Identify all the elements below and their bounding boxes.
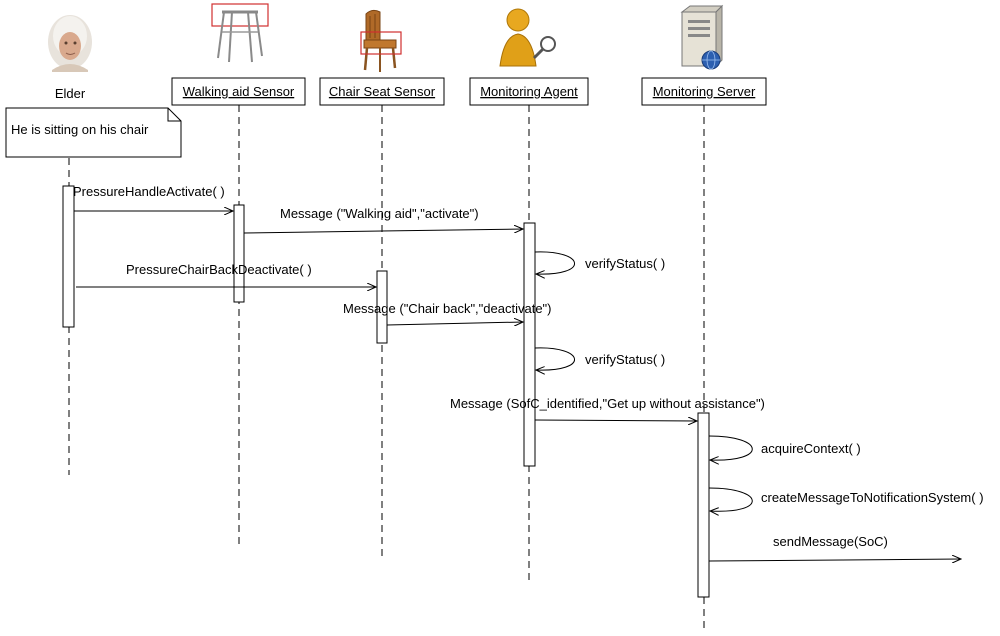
note-text: He is sitting on his chair: [11, 122, 149, 137]
walker-icon: [211, 3, 269, 63]
activation-monitoring-server: [697, 412, 710, 598]
actor-monitoring-agent-label: Monitoring Agent: [480, 84, 578, 99]
actor-monitoring-server-label: Monitoring Server: [653, 84, 756, 99]
message-acquire-context: acquireContext( ): [761, 441, 861, 456]
arrow-send-message: [708, 559, 961, 561]
chair-seat-header-box: [319, 77, 445, 106]
message-chair-back-deactivate: Message ("Chair back","deactivate"): [343, 301, 552, 316]
message-verify-status-1: verifyStatus( ): [585, 256, 665, 271]
self-call-verify-status-2: [535, 347, 575, 370]
message-sofc-identified: Message (SofC_identified,"Get up without…: [450, 396, 765, 411]
actor-elder-label: Elder: [55, 86, 86, 101]
actor-walking-aid-label: Walking aid Sensor: [183, 84, 295, 99]
message-walking-aid-activate: Message ("Walking aid","activate"): [280, 206, 479, 221]
elder-portrait-icon: [48, 15, 92, 72]
activation-walking-aid: [233, 204, 245, 303]
self-call-acquire-context: [709, 435, 753, 460]
actor-chair-seat-label: Chair Seat Sensor: [329, 84, 436, 99]
message-pressure-handle-activate: PressureHandleActivate( ): [73, 184, 225, 199]
monitoring-agent-icon: [499, 8, 556, 67]
message-send-message: sendMessage(SoC): [773, 534, 888, 549]
note-box: [5, 107, 182, 158]
message-pressure-chair-back-deactivate: PressureChairBackDeactivate( ): [126, 262, 312, 277]
arrow-walking-aid-activate: [243, 229, 523, 234]
self-call-create-message: [709, 487, 753, 511]
activation-elder: [62, 185, 75, 328]
message-verify-status-2: verifyStatus( ): [585, 352, 665, 367]
arrow-chair-back-deactivate: [386, 322, 523, 325]
self-call-verify-status-1: [535, 251, 575, 274]
walking-aid-header-box: [171, 77, 306, 106]
message-create-message-to-notification-system: createMessageToNotificationSystem( ): [761, 490, 984, 505]
arrow-sofc-identified: [534, 420, 697, 421]
activation-chair-seat: [376, 270, 388, 344]
activation-monitoring-agent: [523, 222, 536, 467]
server-icon: [680, 4, 724, 70]
chair-icon: [360, 9, 402, 72]
monitoring-agent-header-box: [469, 77, 589, 106]
